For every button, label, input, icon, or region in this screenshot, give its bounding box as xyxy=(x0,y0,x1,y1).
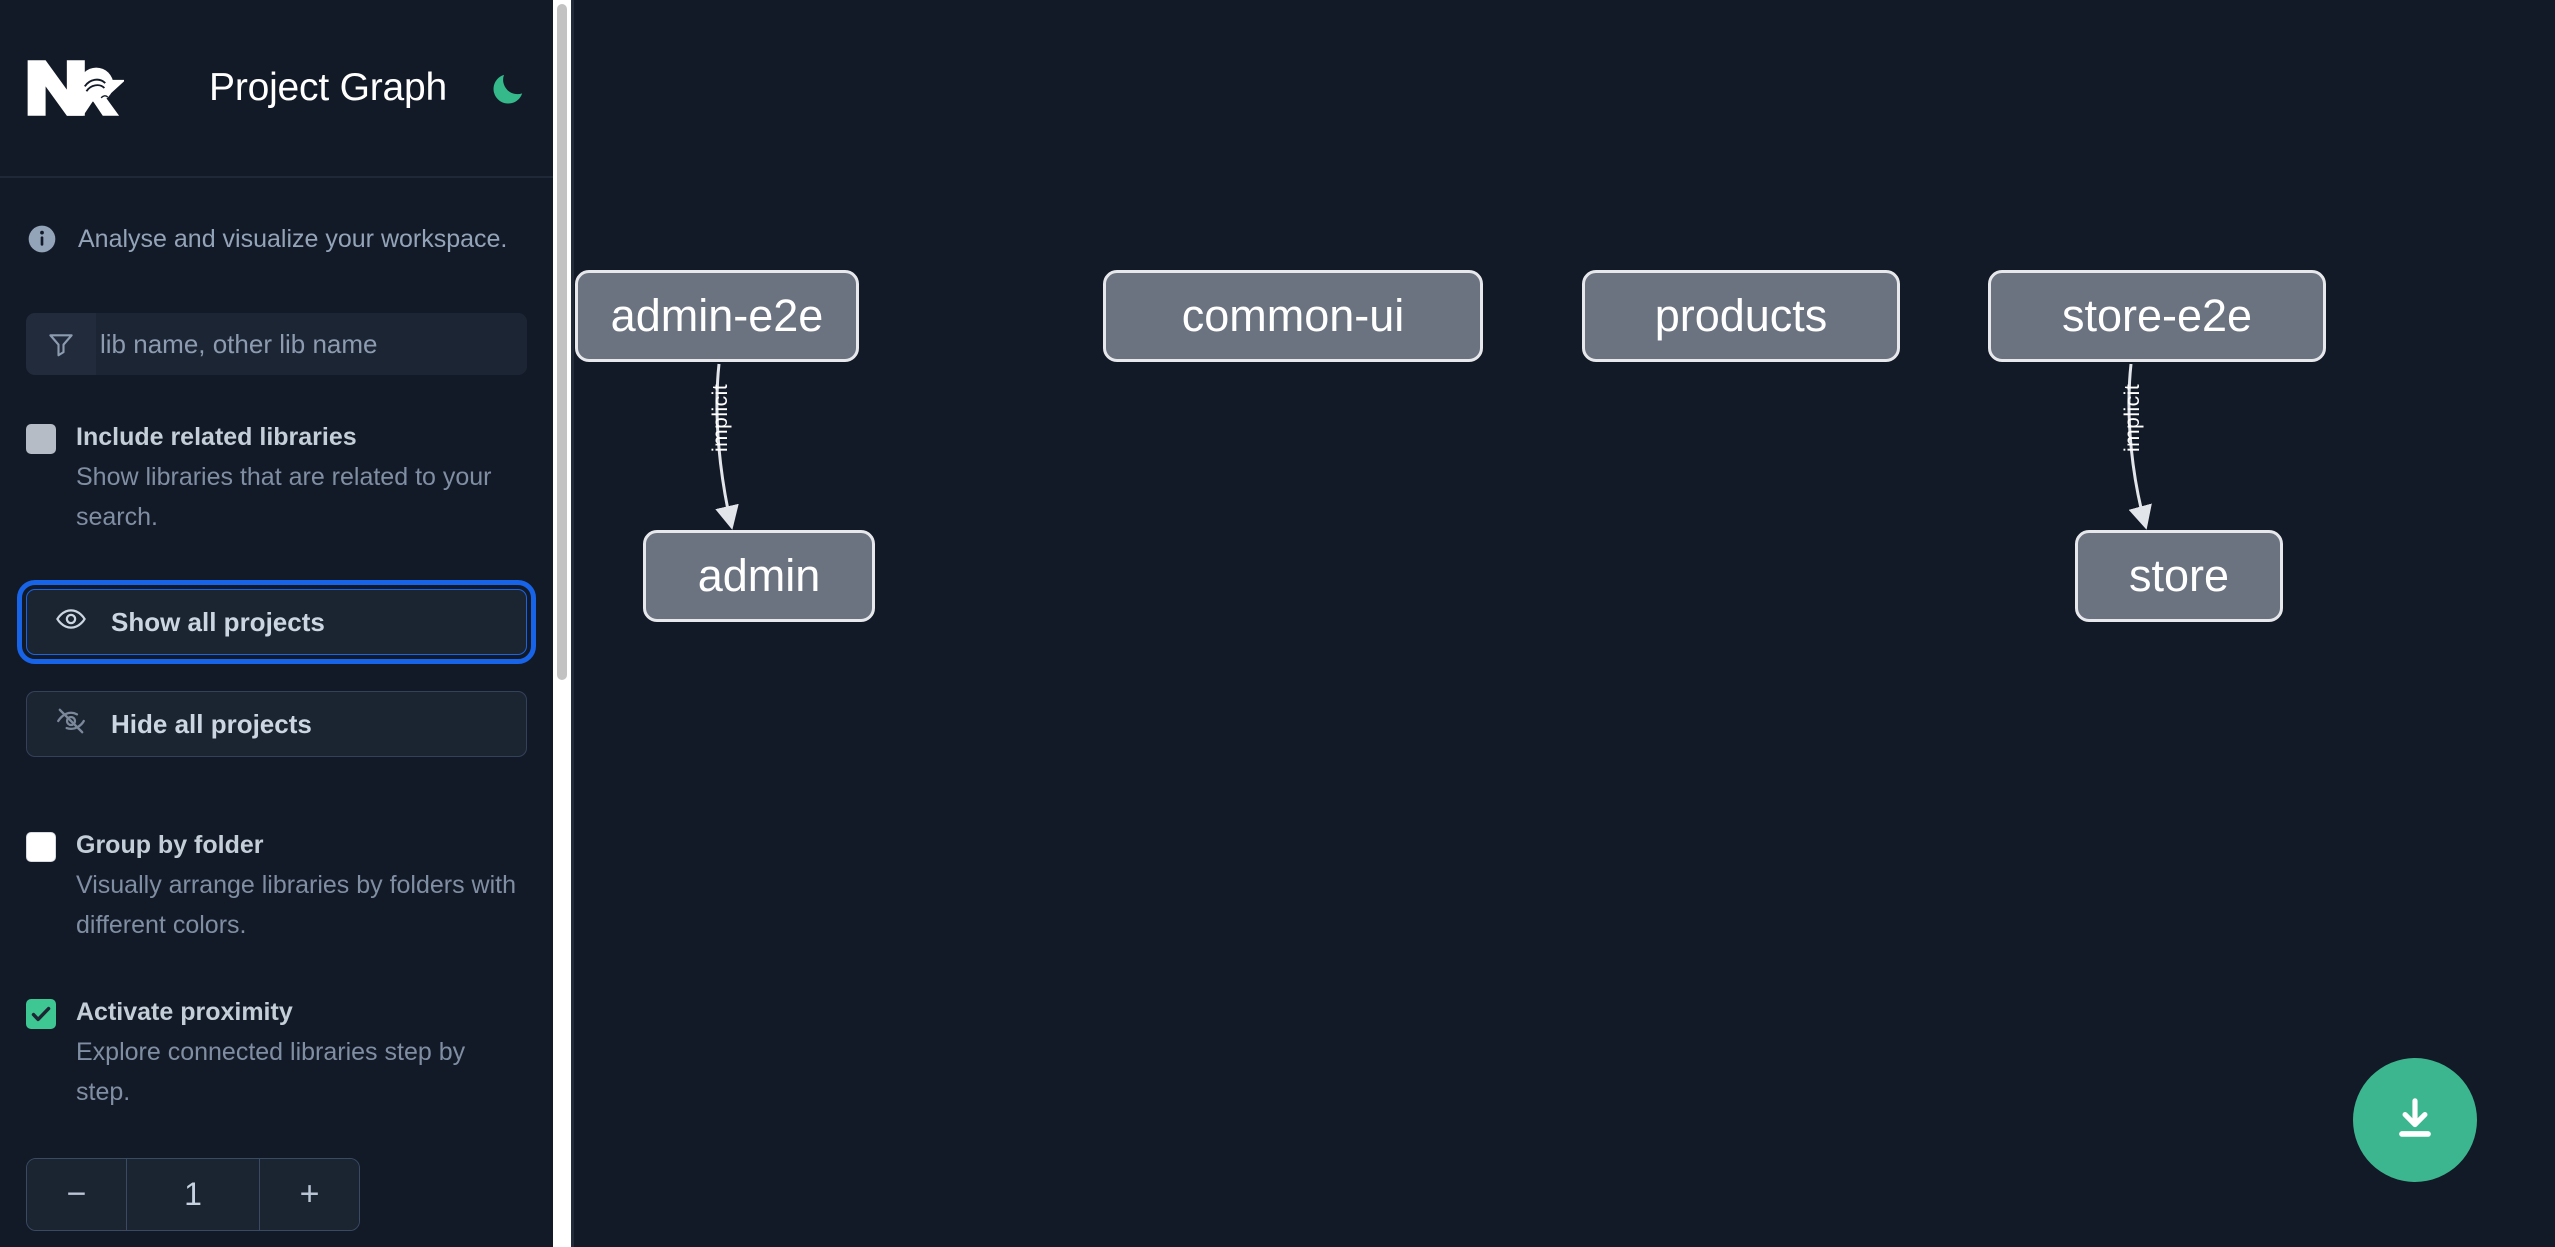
hide-all-projects-label: Hide all projects xyxy=(111,708,312,739)
graph-node-common-ui[interactable]: common-ui xyxy=(1103,270,1483,362)
graph-canvas[interactable]: implicit implicit admin-e2e common-ui pr… xyxy=(553,0,2555,1247)
option-description: Visually arrange libraries by folders wi… xyxy=(76,871,517,939)
funnel-icon xyxy=(26,313,96,375)
activate-proximity-checkbox[interactable] xyxy=(26,999,56,1029)
sidebar: Project Graph Analyse and visualize your… xyxy=(0,0,553,1247)
sidebar-divider xyxy=(571,0,574,1247)
proximity-stepper[interactable]: − 1 + xyxy=(26,1158,360,1231)
page-title: Project Graph xyxy=(209,66,448,109)
hide-all-projects-button[interactable]: Hide all projects xyxy=(26,691,527,757)
show-all-projects-label: Show all projects xyxy=(111,606,325,637)
option-label: Include related libraries xyxy=(76,423,357,451)
option-include-related-libraries[interactable]: Include related libraries Show libraries… xyxy=(0,417,553,537)
eye-off-icon xyxy=(55,705,87,744)
graph-node-store-e2e[interactable]: store-e2e xyxy=(1988,270,2326,362)
download-image-button[interactable] xyxy=(2353,1058,2477,1182)
edge-label-implicit-store: implicit xyxy=(2121,383,2144,452)
sidebar-scrollbar-thumb[interactable] xyxy=(557,4,567,680)
nx-logo-icon xyxy=(26,55,126,121)
edge-label-implicit-admin: implicit xyxy=(709,383,732,452)
include-related-libraries-checkbox[interactable] xyxy=(26,424,56,454)
option-activate-proximity[interactable]: Activate proximity Explore connected lib… xyxy=(0,992,553,1112)
option-label: Group by folder xyxy=(76,831,264,859)
search-input[interactable] xyxy=(96,313,527,375)
tagline-text: Analyse and visualize your workspace. xyxy=(78,224,508,253)
option-label: Activate proximity xyxy=(76,998,293,1026)
stepper-value: 1 xyxy=(127,1159,259,1230)
proximity-stepper-wrap: − 1 + xyxy=(0,1158,553,1231)
moon-icon[interactable] xyxy=(485,65,531,111)
download-icon xyxy=(2399,1098,2431,1137)
graph-node-admin[interactable]: admin xyxy=(643,530,875,622)
graph-edges xyxy=(715,363,2152,530)
graph-node-store[interactable]: store xyxy=(2075,530,2283,622)
tagline: Analyse and visualize your workspace. xyxy=(0,178,553,255)
sidebar-scrollbar[interactable] xyxy=(553,0,571,1247)
edge-admin-e2e-admin xyxy=(715,363,739,530)
sidebar-header: Project Graph xyxy=(0,0,553,178)
graph-node-products[interactable]: products xyxy=(1582,270,1900,362)
option-description: Explore connected libraries step by step… xyxy=(76,1038,466,1106)
eye-icon xyxy=(55,603,87,642)
edge-store-e2e-store xyxy=(2127,363,2152,530)
increment-button[interactable]: + xyxy=(259,1159,359,1230)
info-icon xyxy=(26,223,58,255)
filter-field[interactable] xyxy=(26,313,527,375)
decrement-button[interactable]: − xyxy=(27,1159,127,1230)
projects-actions: Show all projects Hide all projects xyxy=(0,580,553,757)
option-group-by-folder[interactable]: Group by folder Visually arrange librari… xyxy=(0,825,553,945)
graph-node-admin-e2e[interactable]: admin-e2e xyxy=(575,270,859,362)
option-description: Show libraries that are related to your … xyxy=(76,463,492,531)
show-all-projects-button[interactable]: Show all projects xyxy=(17,580,536,664)
group-by-folder-checkbox[interactable] xyxy=(26,832,56,862)
